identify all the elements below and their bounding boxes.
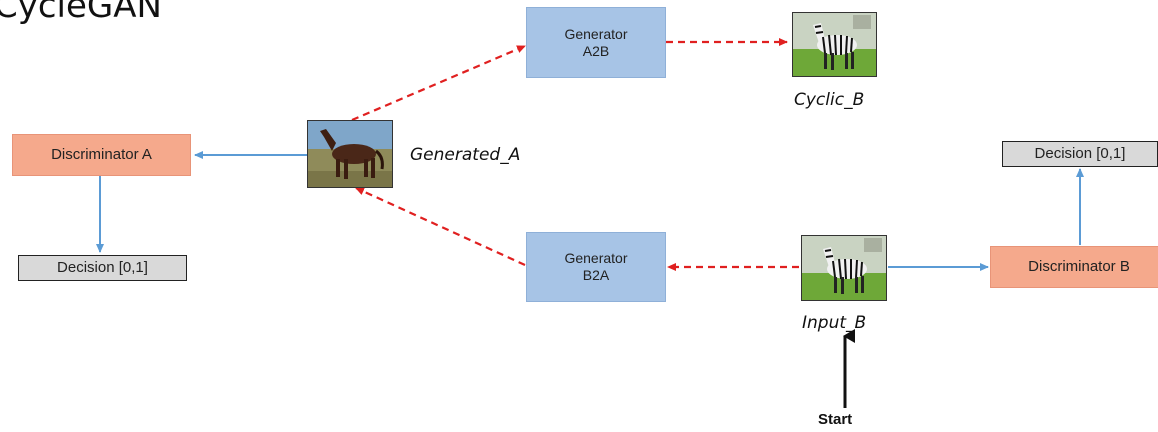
input-b-caption: Input_B bbox=[802, 313, 867, 333]
cyclic-b-image bbox=[792, 12, 877, 77]
arrow-generator-b2a-to-generated-a bbox=[355, 186, 526, 267]
decision-a: Decision [0,1] bbox=[18, 255, 187, 281]
start-label: Start bbox=[818, 411, 853, 428]
generated-a-caption: Generated_A bbox=[410, 145, 521, 165]
discriminator-a: Discriminator A bbox=[12, 134, 191, 176]
arrow-generated-a-to-generator-a2b bbox=[351, 44, 526, 122]
input-b-image bbox=[801, 235, 887, 301]
horse-photo-icon bbox=[308, 121, 392, 187]
cyclic-b-caption: Cyclic_B bbox=[794, 90, 865, 110]
discriminator-b: Discriminator B bbox=[990, 246, 1158, 288]
decision-b: Decision [0,1] bbox=[1002, 141, 1158, 167]
generator-b2a: Generator B2A bbox=[526, 232, 666, 302]
zebra-photo-icon bbox=[802, 236, 886, 300]
diagram-title: CycleGAN bbox=[0, 0, 162, 26]
generator-a2b: Generator A2B bbox=[526, 7, 666, 78]
zebra-photo-icon bbox=[793, 13, 876, 76]
generated-a-image bbox=[307, 120, 393, 188]
